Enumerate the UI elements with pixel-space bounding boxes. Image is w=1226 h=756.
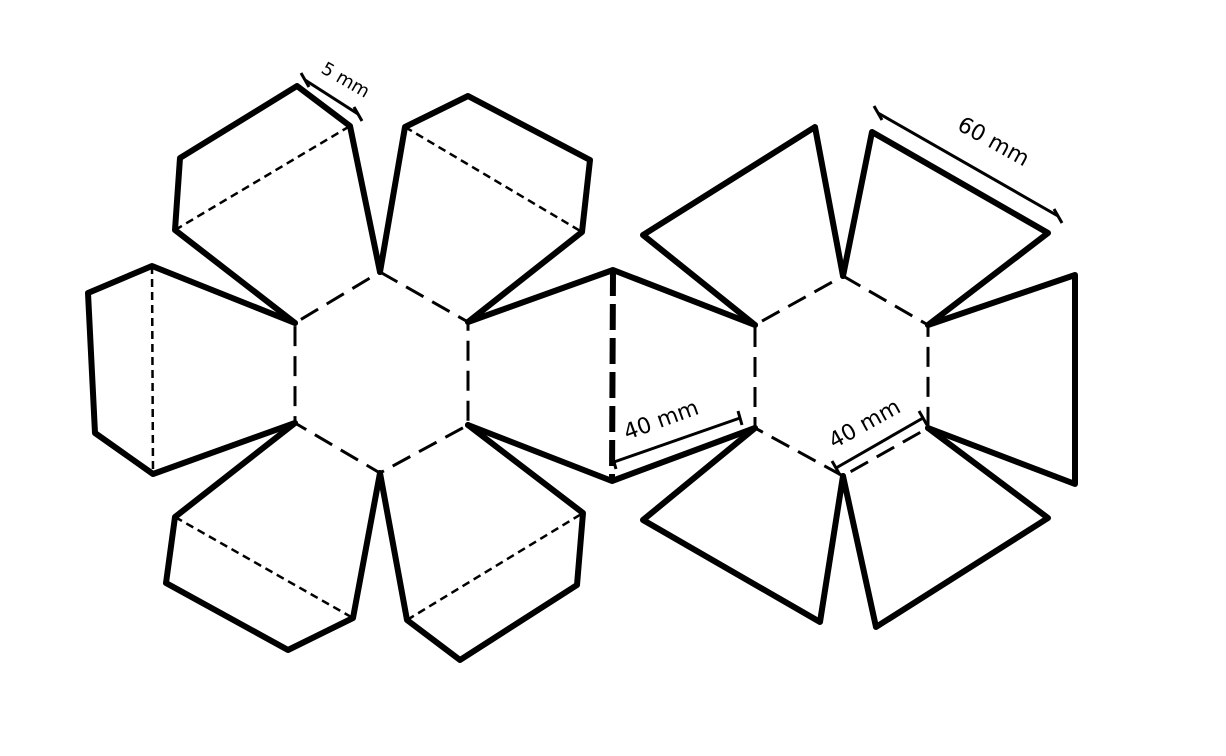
left-hexagon: [293, 270, 470, 475]
left-fold-lower-left: [174, 515, 354, 620]
dimension-label-40mm-left: 40 mm: [621, 396, 703, 446]
left-net: [85, 83, 758, 663]
right-net: [640, 124, 1078, 630]
left-fold-upper-left: [174, 124, 351, 232]
left-face-left: [85, 263, 298, 477]
left-fold-lower-right: [406, 511, 584, 622]
dimension-40mm-right: 40 mm: [825, 395, 929, 476]
right-triangle-lower-left: [640, 425, 846, 625]
right-triangle-right: [925, 272, 1078, 487]
right-triangle-upper-left: [640, 124, 846, 328]
dimension-5mm: 5 mm: [299, 58, 374, 122]
right-triangle-lower-right: [840, 425, 1051, 630]
left-face-upper-left: [172, 83, 383, 326]
dimension-label-40mm-right: 40 mm: [825, 395, 905, 455]
dimension-60mm: 60 mm: [872, 105, 1064, 224]
dimension-label-5mm: 5 mm: [318, 58, 374, 102]
left-fold-upper-right: [404, 125, 583, 234]
right-triangle-upper-right: [840, 129, 1051, 328]
left-fold-left: [150, 265, 155, 475]
left-face-lower-left: [163, 420, 383, 653]
connector-fold-line: [609, 269, 616, 482]
left-face-lower-right: [377, 422, 586, 663]
left-face-upper-right: [377, 93, 593, 325]
